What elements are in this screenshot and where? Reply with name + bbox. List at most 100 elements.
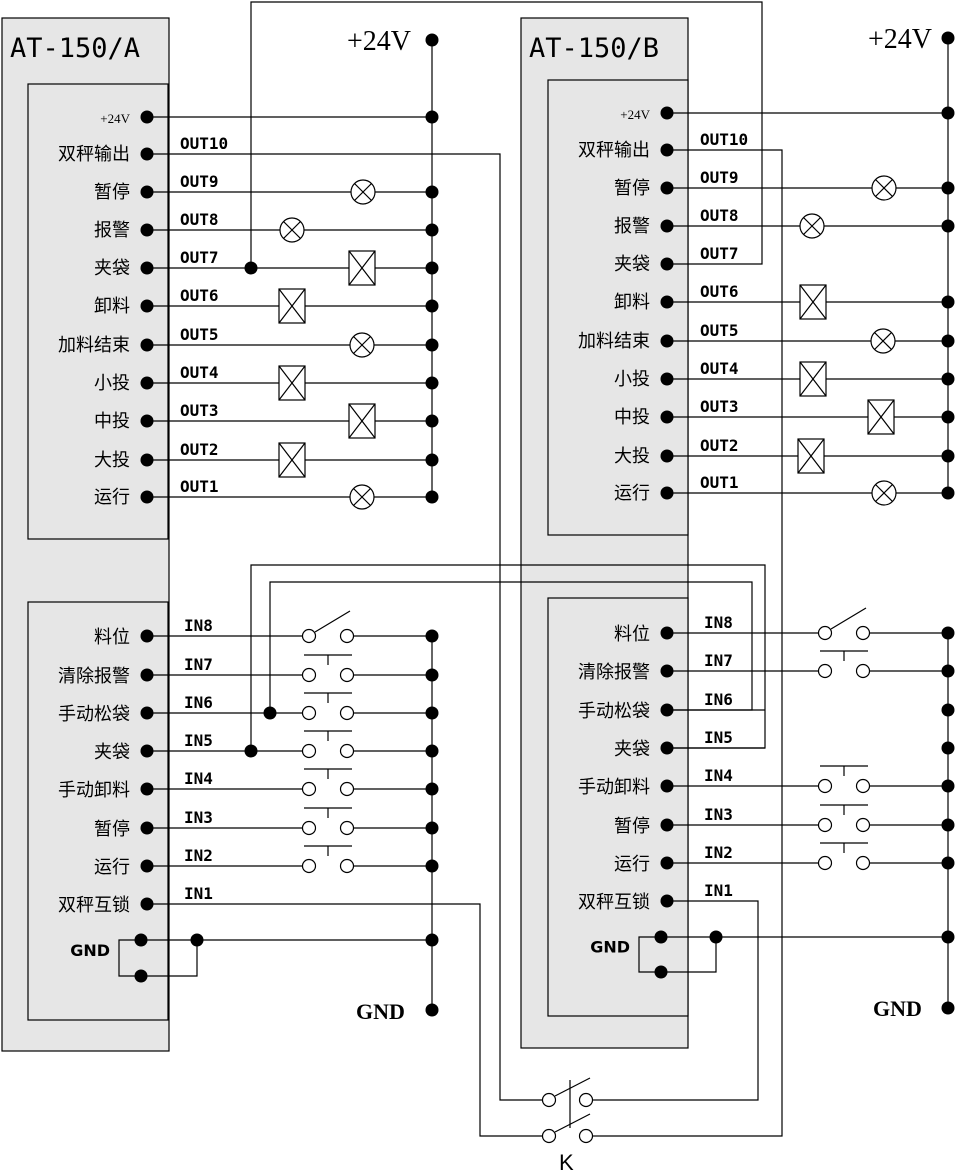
- lamp-cross: [354, 183, 372, 201]
- terminal-label-a: 报警: [94, 220, 130, 241]
- input-label-a: 运行: [94, 857, 130, 878]
- relay-coil: [278, 288, 306, 324]
- junction-dot: [941, 219, 955, 233]
- input-number-a: IN4: [184, 769, 213, 788]
- k-lever: [554, 1113, 591, 1133]
- input-label-b: 运行: [614, 854, 650, 875]
- switch-contact: [301, 705, 317, 721]
- relay-coil: [348, 403, 376, 439]
- terminal-label-a: 运行: [94, 487, 130, 508]
- junction-dot: [425, 706, 439, 720]
- junction-dot: [425, 821, 439, 835]
- input-label-a: 手动卸料: [58, 780, 130, 801]
- junction-dot: [425, 223, 439, 237]
- rail-a-24v-label: +24V: [347, 26, 411, 57]
- input-label-b: 暂停: [614, 816, 650, 837]
- relay-coil: [799, 284, 827, 320]
- output-number-b: OUT10: [700, 130, 748, 149]
- output-number-a: OUT4: [180, 363, 219, 382]
- switch-contact: [855, 625, 871, 641]
- lamp-cross: [875, 179, 893, 197]
- input-label-a: 暂停: [94, 819, 130, 840]
- relay-coil: [867, 399, 895, 435]
- terminal-label-a: 中投: [94, 411, 130, 432]
- input-number-b: IN2: [704, 843, 733, 862]
- junction-dot: [941, 856, 955, 870]
- input-label-a: 料位: [94, 627, 130, 648]
- switch-contact: [817, 663, 833, 679]
- switch-contact: [855, 817, 871, 833]
- input-label-b: 夹袋: [614, 739, 650, 760]
- rail-b-gnd-label: GND: [873, 996, 922, 1021]
- relay-coil: [278, 442, 306, 478]
- cross-wire-b-in1: [600, 900, 759, 1101]
- output-number-b: OUT8: [700, 206, 739, 225]
- junction-dot: [425, 376, 439, 390]
- gnd-terminal-label-b: GND: [590, 938, 630, 957]
- k-contact: [578, 1128, 594, 1144]
- relay-coil: [797, 438, 825, 474]
- indicator-lamp: [279, 217, 305, 243]
- switch-contact: [817, 817, 833, 833]
- cross-wire-in6: [269, 581, 753, 713]
- output-number-b: OUT3: [700, 397, 739, 416]
- k-contact: [578, 1092, 594, 1108]
- switch-contact: [339, 743, 355, 759]
- pushbutton-switch: [301, 845, 355, 874]
- switch-contact: [339, 820, 355, 836]
- k-contact: [541, 1128, 557, 1144]
- controller-a-title: AT-150/A: [10, 33, 140, 64]
- input-label-a: 手动松袋: [58, 704, 130, 725]
- junction-dot: [941, 372, 955, 386]
- output-number-a: OUT8: [180, 210, 219, 229]
- rail-terminal-dot: [941, 31, 955, 45]
- switch-contact: [339, 705, 355, 721]
- junction-dot: [425, 782, 439, 796]
- relay-cross: [797, 438, 825, 474]
- terminal-label-b: 报警: [614, 216, 650, 237]
- switch-contact: [301, 628, 317, 644]
- junction-dot: [244, 261, 258, 275]
- junction-dot: [425, 859, 439, 873]
- junction-dot: [425, 629, 439, 643]
- junction-dot: [425, 338, 439, 352]
- output-number-b: OUT6: [700, 282, 739, 301]
- switch-contact: [339, 667, 355, 683]
- indicator-lamp: [349, 332, 375, 358]
- input-label-a: 夹袋: [94, 742, 130, 763]
- rail-a-gnd-label: GND: [356, 999, 405, 1024]
- indicator-lamp: [799, 213, 825, 239]
- switch-contact: [855, 855, 871, 871]
- relay-cross: [278, 442, 306, 478]
- output-number-a: OUT7: [180, 248, 219, 267]
- indicator-lamp: [871, 175, 897, 201]
- gnd-jumper: [638, 936, 717, 973]
- terminal-label-a: 加料结束: [58, 335, 130, 356]
- output-number-b: OUT7: [700, 244, 739, 263]
- switch-lever: [314, 610, 351, 633]
- rail-b-24v-label: +24V: [868, 24, 932, 55]
- relay-cross: [278, 365, 306, 401]
- junction-dot: [941, 741, 955, 755]
- cross-wire-a-in1: [147, 903, 525, 1137]
- relay-coil: [278, 365, 306, 401]
- pushbutton-switch: [301, 692, 355, 721]
- switch-k-label: K: [559, 1150, 574, 1175]
- rail-terminal-dot: [941, 1001, 955, 1015]
- terminal-label-b: 卸料: [614, 292, 650, 313]
- junction-dot: [941, 779, 955, 793]
- switch-contact: [339, 858, 355, 874]
- k-contact: [541, 1092, 557, 1108]
- junction-dot: [941, 703, 955, 717]
- junction-dot: [425, 744, 439, 758]
- switch-contact: [301, 781, 317, 797]
- junction-dot: [941, 930, 955, 944]
- cross-wire-in5: [250, 564, 766, 751]
- input-label-a: 清除报警: [58, 666, 130, 687]
- output-number-a: OUT6: [180, 286, 219, 305]
- input-label-b: 手动松袋: [578, 701, 650, 722]
- input-number-b: IN4: [704, 766, 733, 785]
- output-number-b: OUT4: [700, 359, 739, 378]
- gnd-terminal-label-a: GND: [70, 941, 110, 960]
- junction-dot: [425, 668, 439, 682]
